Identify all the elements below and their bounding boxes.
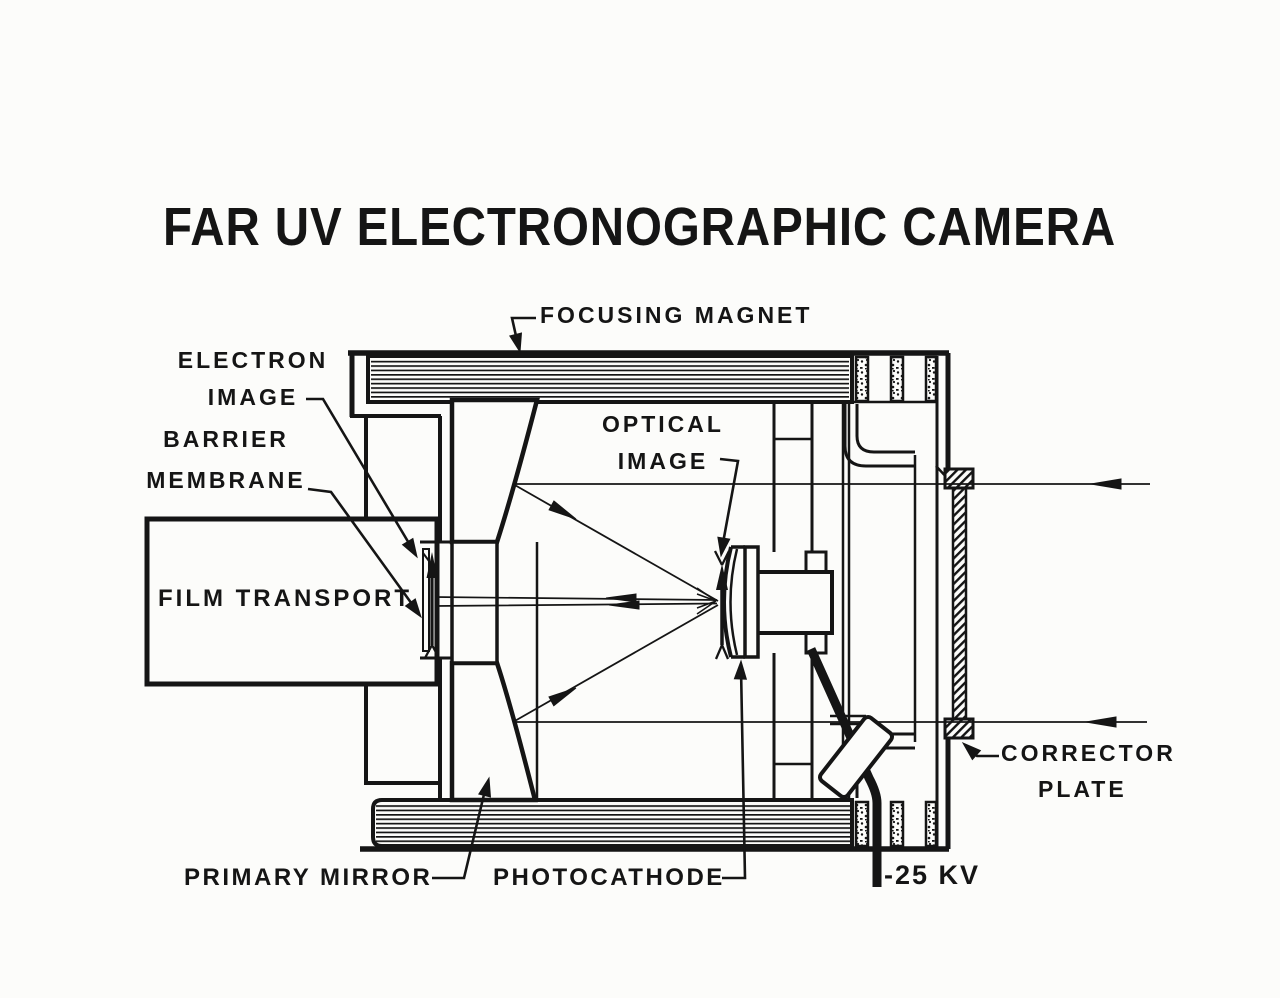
- corrector-plate: [943, 467, 975, 740]
- film-transport-box: [144, 516, 440, 687]
- label-electron-image: ELECTRON IMAGE: [128, 349, 378, 423]
- label-optical-image-line1: OPTICAL: [602, 411, 724, 437]
- leader-photocathode: [722, 659, 748, 880]
- label-film-transport: FILM TRANSPORT: [158, 585, 412, 612]
- label-photocathode: PHOTOCATHODE: [493, 864, 725, 891]
- leader-lines: [306, 316, 999, 880]
- label-optical-image: OPTICAL IMAGE: [538, 413, 788, 487]
- leader-corrector-plate: [961, 741, 999, 761]
- label-electron-image-line2: IMAGE: [207, 384, 299, 410]
- label-barrier-membrane-line2: MEMBRANE: [146, 467, 306, 493]
- label-optical-image-line2: IMAGE: [617, 448, 709, 474]
- leader-electron-image: [306, 397, 418, 559]
- hv-insulator: [817, 715, 895, 799]
- hv-cable: [806, 647, 882, 887]
- label-electron-image-line1: ELECTRON: [177, 347, 329, 373]
- leader-optical-image: [717, 457, 740, 558]
- label-corrector-plate: PLATE: [1038, 776, 1127, 802]
- leader-focusing-magnet: [509, 316, 536, 354]
- label-corrector: CORRECTOR: [1001, 740, 1176, 766]
- leader-barrier-membrane: [307, 487, 422, 619]
- label-barrier-membrane-line1: BARRIER: [163, 426, 289, 452]
- focusing-magnet-bottom: [360, 798, 949, 852]
- primary-mirror: [449, 397, 540, 803]
- page-title: FAR UV ELECTRONOGRAPHIC CAMERA: [163, 197, 1117, 257]
- optical-image-arrow: [713, 550, 731, 660]
- leader-primary-mirror: [432, 776, 492, 880]
- focusing-magnet-top: [348, 350, 949, 404]
- label-high-voltage: -25 KV: [884, 860, 981, 890]
- label-focusing-magnet: FOCUSING MAGNET: [540, 302, 813, 328]
- light-rays: [433, 478, 1150, 728]
- barrier-membrane: [420, 540, 452, 660]
- photocathode-assembly: [722, 404, 834, 798]
- label-barrier-membrane: BARRIER MEMBRANE: [101, 428, 351, 510]
- label-primary-mirror: PRIMARY MIRROR: [184, 864, 433, 891]
